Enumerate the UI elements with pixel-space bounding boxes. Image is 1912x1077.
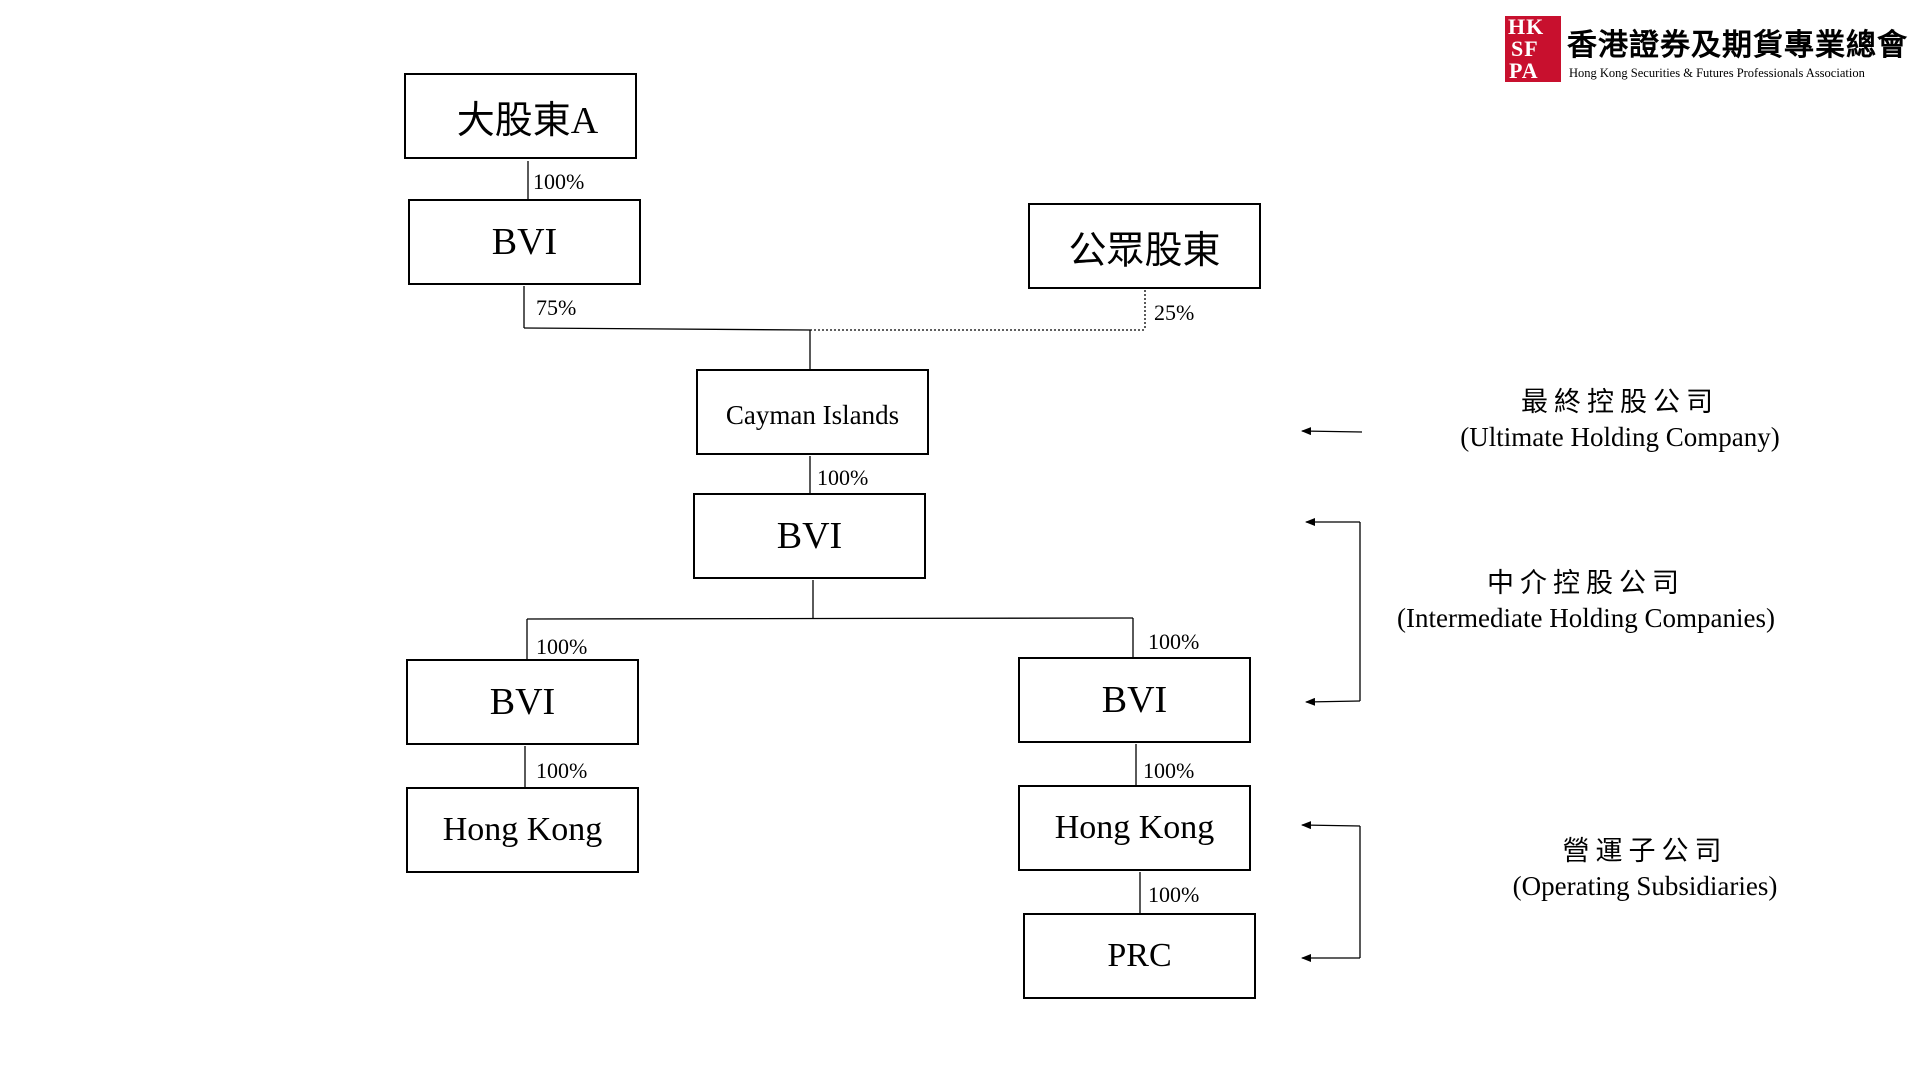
pct-hk-to-prc: 100% [1148,882,1200,907]
annotation-en: (Ultimate Holding Company) [1460,422,1780,453]
annotation-intermediate: 中介控股公司 (Intermediate Holding Companies) [1386,566,1786,636]
node-hk-right: Hong Kong [1018,785,1251,871]
node-label: PRC [1107,937,1172,974]
node-label: Cayman Islands [725,399,900,430]
node-label: BVI [489,681,556,723]
pct-bvi-to-right: 100% [1148,629,1200,654]
node-bvi-left: BVI [406,659,639,745]
annotation-ultimate: 最終控股公司 (Ultimate Holding Company) [1440,385,1800,455]
annotation-zh: 中介控股公司 [1487,568,1685,598]
logo-mark-pa: PA [1509,58,1539,83]
arrow-operating-top [1301,821,1361,830]
annotation-en: (Operating Subsidiaries) [1512,871,1778,902]
line-split-bus [526,617,1134,620]
arrow-ultimate [1301,427,1363,436]
node-label: BVI [776,515,843,557]
line-left-bus [523,327,811,331]
node-label: BVI [1101,679,1168,721]
logo-chinese-name: 香港證券及期貨專業總會 [1567,29,1908,62]
logo-english-name: Hong Kong Securities & Futures Professio… [1569,66,1865,80]
node-label: BVI [491,221,558,263]
node-bvi-mid: BVI [693,493,926,579]
annotation-en: (Intermediate Holding Companies) [1397,603,1775,634]
node-hk-left: Hong Kong [406,787,639,873]
node-label: 公眾股東 [1068,229,1221,272]
logo-mark: HK SF PA [1505,16,1561,82]
annotation-zh: 最終控股公司 [1521,387,1719,417]
pct-bvi-to-left: 100% [536,634,588,659]
hksfpa-logo: HK SF PA 香港證券及期貨專業總會 Hong Kong Securitie… [1505,16,1907,84]
pct-right-to-hk: 100% [1143,758,1195,783]
node-bvi-right: BVI [1018,657,1251,743]
pct-cayman-to-bvi: 100% [817,465,869,490]
pct-a-to-bvi: 100% [533,169,585,194]
node-prc: PRC [1023,913,1256,999]
annotation-operating: 營運子公司 (Operating Subsidiaries) [1470,834,1820,904]
logo-mark-hk: HK [1508,14,1545,39]
node-cayman: Cayman Islands [696,369,929,455]
node-bvi-top: BVI [408,199,641,285]
pct-left-to-hk: 100% [536,758,588,783]
node-label: 大股東A [456,99,599,142]
node-label: Hong Kong [1054,809,1215,846]
arrow-intermediate-bottom [1305,697,1361,706]
node-label: Hong Kong [442,811,603,848]
pct-bvi-to-cayman: 75% [536,295,577,320]
logo-mark-sf: SF [1511,36,1539,61]
node-public-shareholders: 公眾股東 [1028,203,1261,289]
node-shareholder-a: 大股東A [404,73,637,159]
annotation-zh: 營運子公司 [1562,836,1728,866]
pct-public-to-cayman: 25% [1154,300,1195,325]
